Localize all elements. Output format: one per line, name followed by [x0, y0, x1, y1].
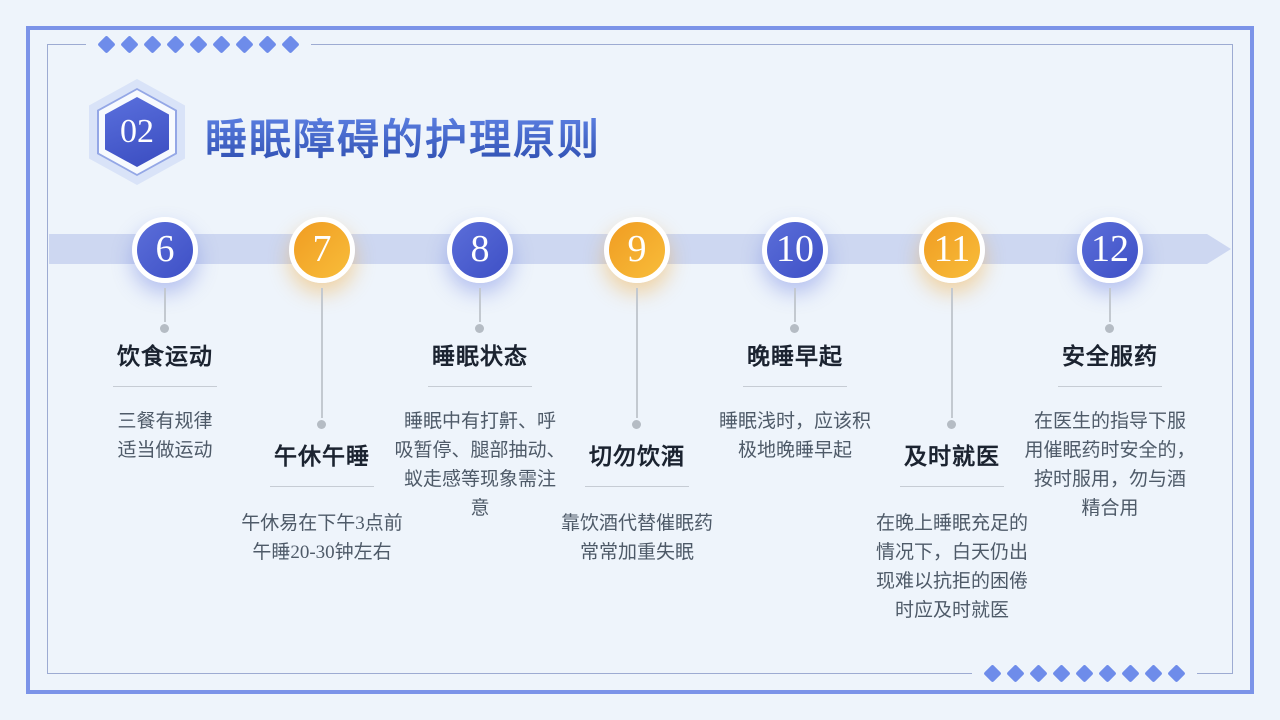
timeline-node: 10	[762, 217, 828, 283]
item-divider	[585, 486, 689, 487]
top-diamond-row	[86, 34, 311, 54]
item-body: 睡眠中有打鼾、呼 吸暂停、腿部抽动、 蚁走感等现象需注 意	[394, 411, 566, 519]
connector-line	[794, 288, 796, 322]
node-number: 10	[776, 228, 814, 270]
node-number: 6	[155, 228, 175, 270]
connector-line	[1109, 288, 1111, 322]
item-title: 饮食运动	[117, 344, 213, 369]
item-divider	[428, 386, 532, 387]
inner-frame	[47, 44, 1233, 674]
timeline-node: 8	[447, 217, 513, 283]
item-body: 在晚上睡眠充足的 情况下，白天仍出 现难以抗拒的困倦 时应及时就医	[875, 513, 1028, 621]
connector-line	[636, 288, 638, 418]
outer-frame	[26, 26, 1254, 694]
item-title: 睡眠状态	[432, 344, 528, 369]
timeline-node: 12	[1077, 217, 1143, 283]
bottom-diamond-row	[972, 663, 1197, 683]
item-body: 在医生的指导下服 用催眠药时安全的， 按时服用，勿与酒 精合用	[1024, 411, 1196, 519]
timeline-node: 9	[604, 217, 670, 283]
node-number: 12	[1091, 228, 1129, 270]
section-number: 02	[120, 113, 154, 150]
connector-dot	[790, 324, 799, 333]
connector-line	[164, 288, 166, 322]
node-number: 11	[933, 228, 971, 270]
hexagon-core: 02	[105, 97, 169, 167]
item-body: 午休易在下午3点前 午睡20-30钟左右	[241, 513, 403, 563]
connector-dot	[1105, 324, 1114, 333]
timeline-node: 6	[132, 217, 198, 283]
timeline-item: 9 切勿饮酒 靠饮酒代替催眠药 常常加重失眠	[547, 0, 727, 720]
item-body: 睡眠浅时，应该积 极地晚睡早起	[718, 411, 871, 461]
connector-line	[479, 288, 481, 322]
item-body: 靠饮酒代替催眠药 常常加重失眠	[560, 513, 713, 563]
node-number: 9	[627, 228, 647, 270]
item-divider	[270, 486, 374, 487]
item-title: 晚睡早起	[747, 344, 843, 369]
timeline-item: 6 饮食运动 三餐有规律 适当做运动	[75, 0, 255, 720]
item-divider	[113, 386, 217, 387]
timeline-item: 10 晚睡早起 睡眠浅时，应该积 极地晚睡早起	[705, 0, 885, 720]
timeline-item: 8 睡眠状态 睡眠中有打鼾、呼 吸暂停、腿部抽动、 蚁走感等现象需注 意	[390, 0, 570, 720]
item-title: 切勿饮酒	[589, 444, 685, 469]
timeline-item: 11 及时就医 在晚上睡眠充足的 情况下，白天仍出 现难以抗拒的困倦 时应及时就…	[862, 0, 1042, 720]
section-number-badge: 02	[89, 79, 185, 185]
timeline-item: 12 安全服药 在医生的指导下服 用催眠药时安全的， 按时服用，勿与酒 精合用	[1020, 0, 1200, 720]
connector-dot	[632, 420, 641, 429]
item-title: 安全服药	[1062, 344, 1158, 369]
connector-line	[321, 288, 323, 418]
item-title: 午休午睡	[274, 444, 370, 469]
item-title: 及时就医	[904, 444, 1000, 469]
timeline-node: 11	[919, 217, 985, 283]
timeline-node: 7	[289, 217, 355, 283]
connector-dot	[947, 420, 956, 429]
connector-dot	[317, 420, 326, 429]
node-number: 8	[470, 228, 490, 270]
connector-line	[951, 288, 953, 418]
node-number: 7	[312, 228, 332, 270]
timeline-item: 7 午休午睡 午休易在下午3点前 午睡20-30钟左右	[232, 0, 412, 720]
item-divider	[743, 386, 847, 387]
connector-dot	[160, 324, 169, 333]
item-divider	[900, 486, 1004, 487]
page-title: 睡眠障碍的护理原则	[205, 106, 601, 167]
item-body: 三餐有规律 适当做运动	[117, 411, 213, 461]
item-divider	[1058, 386, 1162, 387]
connector-dot	[475, 324, 484, 333]
